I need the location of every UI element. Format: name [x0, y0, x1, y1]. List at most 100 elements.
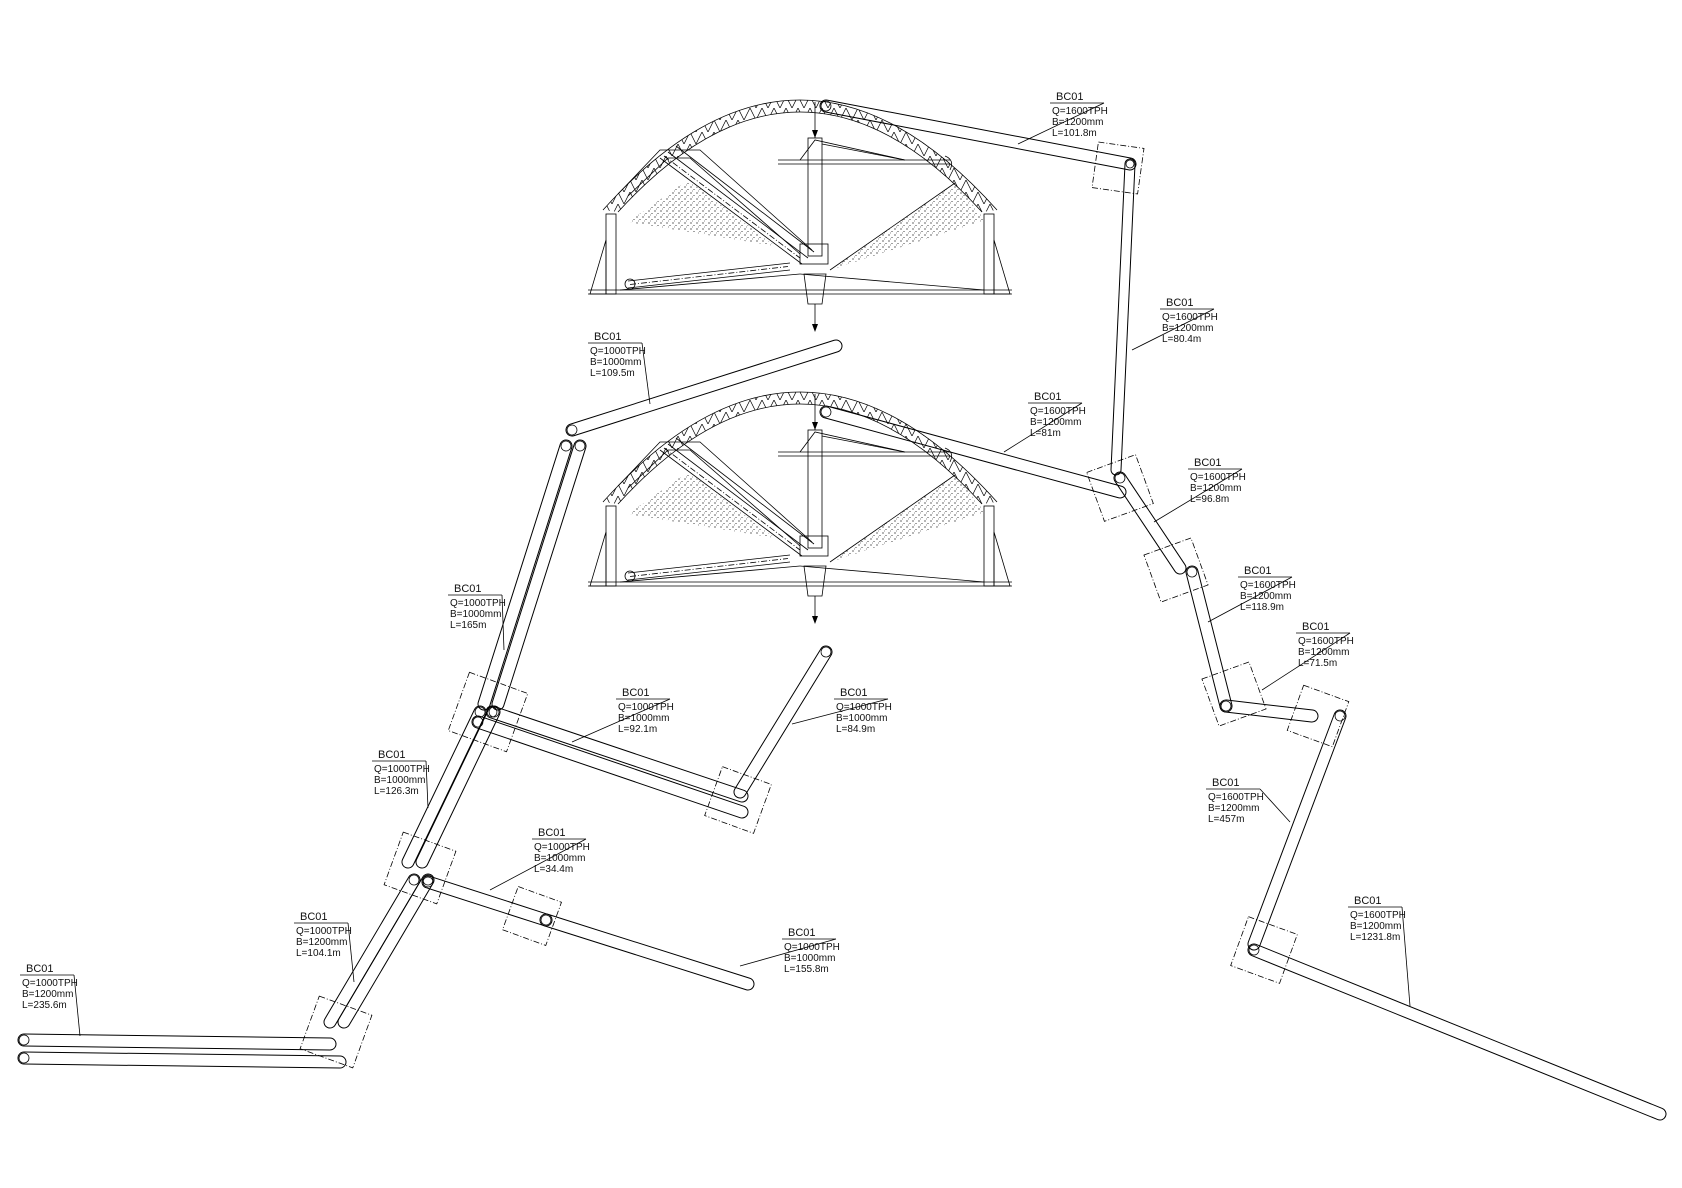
- belt-width: B=1200mm: [1350, 921, 1401, 932]
- leader-line: [1207, 576, 1293, 623]
- conveyor-belt: [421, 875, 553, 927]
- belt-tag: BC01: [378, 749, 406, 761]
- conveyor-belt: [733, 645, 833, 799]
- leader-line: [501, 594, 505, 651]
- belt-capacity: Q=1600TPH: [1298, 636, 1354, 647]
- conveyor-belt: [415, 705, 501, 869]
- belt-length: L=34.4m: [534, 864, 573, 875]
- belt-length: L=81m: [1030, 428, 1061, 439]
- leader-line: [1401, 906, 1411, 1007]
- belt-tag: BC01: [840, 687, 868, 699]
- conveyor-belt: [477, 439, 573, 711]
- leader-line: [739, 938, 837, 967]
- belt-length: L=1231.8m: [1350, 932, 1400, 943]
- conveyor-belt: [17, 1033, 337, 1051]
- belt-length: L=155.8m: [784, 964, 829, 975]
- belt-width: B=1000mm: [590, 357, 641, 368]
- leader-line: [1261, 632, 1351, 691]
- belt-capacity: Q=1000TPH: [374, 764, 430, 775]
- conveyor-belt: [485, 705, 749, 803]
- belt-capacity: Q=1600TPH: [1030, 406, 1086, 417]
- belt-capacity: Q=1600TPH: [1350, 910, 1406, 921]
- conveyor-belt: [565, 339, 843, 437]
- belt-tag: BC01: [454, 583, 482, 595]
- belt-length: L=92.1m: [618, 724, 657, 735]
- leader-line: [489, 838, 587, 891]
- belt-length: L=109.5m: [590, 368, 635, 379]
- transfer-station: [1091, 141, 1145, 195]
- belt-length: L=80.4m: [1162, 334, 1201, 345]
- belt-tag: BC01: [1244, 565, 1272, 577]
- transfer-stations: [299, 141, 1350, 1069]
- belt-tag: BC01: [594, 331, 622, 343]
- leader-line: [571, 698, 671, 743]
- belt-tag: BC01: [300, 911, 328, 923]
- belt-tag: BC01: [1354, 895, 1382, 907]
- conveyor-belt: [539, 913, 755, 991]
- leader-line: [791, 698, 889, 725]
- belt-capacity: Q=1600TPH: [1162, 312, 1218, 323]
- conveyor-belt: [17, 1051, 347, 1069]
- leader-line: [1153, 468, 1243, 523]
- belt-capacity: Q=1000TPH: [590, 346, 646, 357]
- transfer-station: [502, 886, 562, 946]
- transfer-station: [383, 831, 457, 905]
- belt-width: B=1200mm: [296, 937, 347, 948]
- conveyor-belt: [819, 99, 1137, 171]
- transfer-station: [704, 766, 772, 834]
- transfer-station: [1286, 684, 1350, 748]
- belt-length: L=96.8m: [1190, 494, 1229, 505]
- belt-length: L=165m: [450, 620, 486, 631]
- belt-width: B=1200mm: [1240, 591, 1291, 602]
- belt-tag: BC01: [1302, 621, 1330, 633]
- belt-capacity: Q=1600TPH: [1240, 580, 1296, 591]
- belt-width: B=1000mm: [374, 775, 425, 786]
- transfer-station: [447, 671, 529, 753]
- belt-width: B=1000mm: [836, 713, 887, 724]
- belt-capacity: Q=1000TPH: [534, 842, 590, 853]
- belt-width: B=1200mm: [1208, 803, 1259, 814]
- belt-length: L=126.3m: [374, 786, 419, 797]
- belt-width: B=1200mm: [22, 989, 73, 1000]
- belt-length: L=101.8m: [1052, 128, 1097, 139]
- belt-width: B=1000mm: [534, 853, 585, 864]
- conveyor-belt: [1219, 699, 1319, 723]
- belt-length: L=104.1m: [296, 948, 341, 959]
- belt-capacity: Q=1000TPH: [618, 702, 674, 713]
- conveyor-belt: [471, 715, 749, 819]
- conveyor-belt: [819, 405, 1127, 499]
- belt-capacity: Q=1600TPH: [1208, 792, 1264, 803]
- belt-capacity: Q=1000TPH: [296, 926, 352, 937]
- belt-width: B=1200mm: [1162, 323, 1213, 334]
- belt-width: B=1000mm: [450, 609, 501, 620]
- belt-tag: BC01: [622, 687, 650, 699]
- transfer-station: [1201, 661, 1267, 727]
- belt-tag: BC01: [1034, 391, 1062, 403]
- belt-tag: BC01: [26, 963, 54, 975]
- leader-line: [1131, 308, 1215, 351]
- storage-dome-upper: [587, 99, 1013, 333]
- conveyor-belt: [1110, 158, 1136, 476]
- transfer-station: [299, 995, 373, 1069]
- belt-length: L=235.6m: [22, 1000, 67, 1011]
- belt-tag: BC01: [788, 927, 816, 939]
- belt-width: B=1200mm: [1190, 483, 1241, 494]
- conveyor-labels: BC01Q=1600TPHB=1200mmL=101.8mBC01Q=1000T…: [20, 91, 1411, 1037]
- belt-tag: BC01: [1056, 91, 1084, 103]
- conveyor-belt: [491, 439, 587, 711]
- belt-width: B=1200mm: [1298, 647, 1349, 658]
- belt-length: L=84.9m: [836, 724, 875, 735]
